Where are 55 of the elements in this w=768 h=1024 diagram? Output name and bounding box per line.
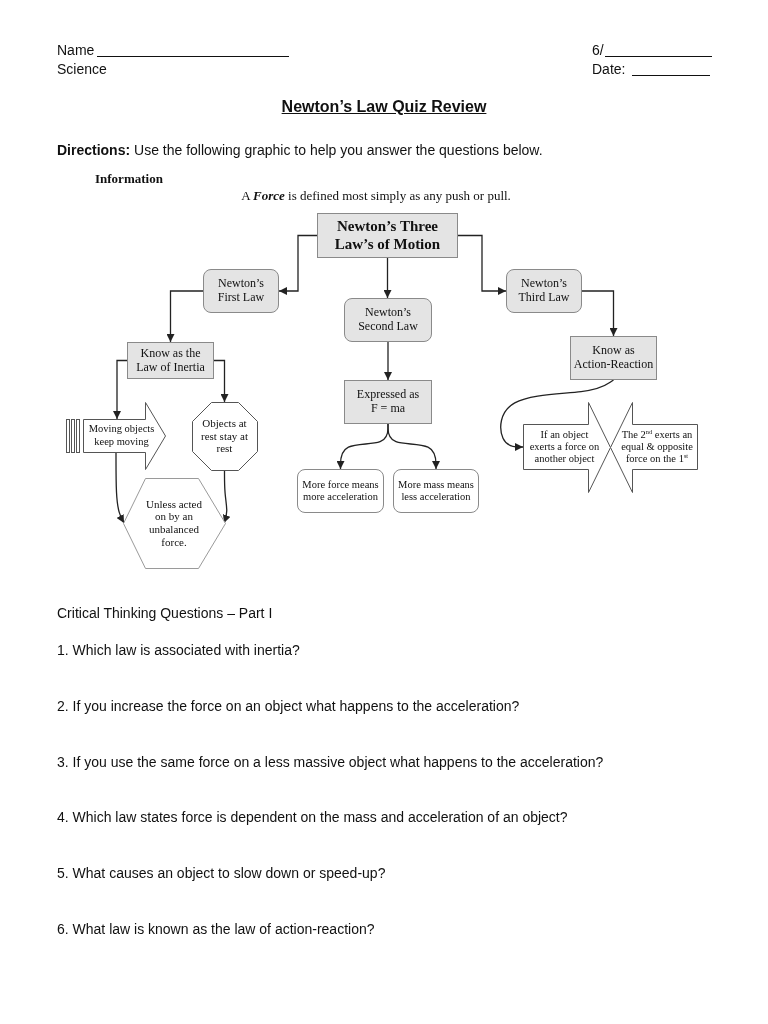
definition-text: A Force is defined most simply as any push or pull. bbox=[241, 188, 511, 204]
connector-arrow bbox=[115, 451, 125, 524]
connector-arrow bbox=[457, 234, 507, 295]
node-label: Objects at rest stay at rest bbox=[199, 417, 249, 455]
directions-text: Directions: Use the following graphic to help you answer the questions below. bbox=[57, 142, 543, 158]
node-label: Newton’s Third Law bbox=[517, 277, 571, 305]
rounded-process-box bbox=[344, 298, 432, 342]
node-label: Newton’s First Law bbox=[216, 277, 266, 305]
question-text: 5. What causes an object to slow down or speed-up? bbox=[57, 865, 386, 881]
arrow-shaped-box bbox=[523, 402, 610, 492]
connector-arrow bbox=[384, 341, 392, 381]
connector-arrow bbox=[213, 359, 229, 403]
name-label: Name bbox=[57, 42, 95, 58]
node-label: More mass means less acceleration bbox=[397, 478, 475, 504]
question-text: 4. Which law states force is dependent on the mass and acceleration of an object? bbox=[57, 809, 568, 825]
node-label: More force means more acceleration bbox=[301, 478, 380, 504]
subject-label: Science bbox=[57, 61, 107, 77]
arrow-shaped-box bbox=[66, 402, 165, 469]
node-label: Expressed as F = ma bbox=[355, 388, 421, 416]
node-label: Newton’s Second Law bbox=[357, 306, 419, 334]
section-heading: Critical Thinking Questions – Part I bbox=[57, 605, 273, 621]
node-label: Know as the Law of Inertia bbox=[135, 346, 206, 375]
question-text: 3. If you use the same force on a less massive object what happens to the acceleration? bbox=[57, 754, 604, 770]
node-label: If an object exerts a force on another object bbox=[528, 428, 601, 466]
section-heading: Information bbox=[95, 171, 163, 187]
connector-arrow bbox=[387, 423, 440, 470]
octagon bbox=[192, 402, 257, 470]
node-label: Newton’s Three Law’s of Motion bbox=[333, 218, 442, 253]
node-label: Know as Action-Reaction bbox=[573, 344, 654, 372]
rounded-process-box bbox=[203, 269, 279, 313]
node-label: The 2$^{nd}$ exerts an equal & opposite force on the 1$^{st}$ bbox=[620, 428, 694, 466]
question-text: 2. If you increase the force on an object what happens to the acceleration? bbox=[57, 698, 520, 714]
connector-arrow bbox=[581, 290, 618, 337]
node-label: Moving objects keep moving bbox=[87, 423, 156, 448]
process-box bbox=[127, 342, 214, 379]
rounded-process-box bbox=[506, 269, 582, 313]
rounded-process-box bbox=[297, 469, 384, 513]
connector-arrow bbox=[500, 379, 615, 451]
process-box bbox=[344, 380, 432, 424]
node-label: Unless acted on by an unbalanced force. bbox=[145, 497, 203, 549]
connector-arrow bbox=[223, 469, 231, 524]
rounded-process-box bbox=[393, 469, 479, 513]
date-label: Date: bbox=[592, 61, 626, 77]
arrow-shaped-box bbox=[610, 402, 697, 492]
connector-arrow bbox=[113, 359, 128, 420]
class-period-label: 6/ bbox=[592, 42, 604, 58]
process-box bbox=[570, 336, 657, 380]
process-box bbox=[317, 213, 458, 258]
question-text: 6. What law is known as the law of action-reaction? bbox=[57, 921, 375, 937]
question-text: 1. Which law is associated with inertia? bbox=[57, 642, 300, 658]
worksheet-title: Newton’s Law Quiz Review bbox=[281, 98, 487, 116]
connector-arrow bbox=[278, 234, 318, 295]
connector-arrow bbox=[166, 290, 204, 343]
hexagon bbox=[123, 478, 225, 568]
connector-arrow bbox=[383, 257, 392, 299]
